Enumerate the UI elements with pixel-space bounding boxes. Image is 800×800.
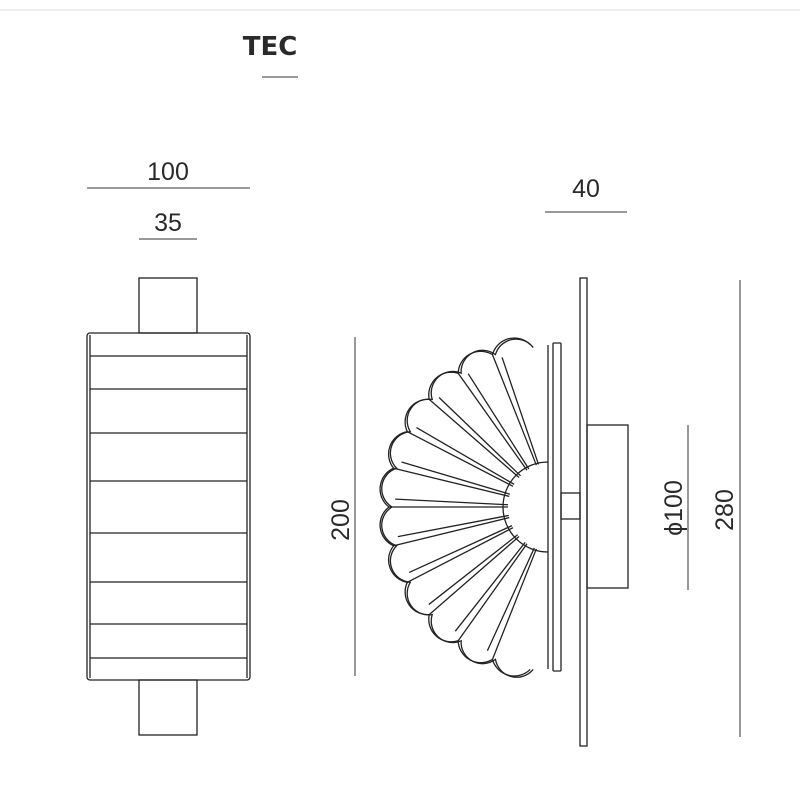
fan-petal-rib — [428, 534, 519, 606]
shade-body — [86, 332, 251, 681]
fan-petal-rib — [438, 397, 522, 477]
fan-petal-rib — [408, 525, 513, 574]
bottom-stub — [138, 679, 198, 736]
fan-petal-rib — [407, 431, 514, 487]
fan-petal-rib — [407, 527, 514, 583]
front-view — [86, 277, 251, 736]
side-view — [379, 277, 629, 747]
dim-front-width: 100 — [147, 158, 189, 186]
fan-petal-rib — [397, 514, 509, 538]
stem — [560, 492, 581, 520]
fan-petal-rib — [428, 398, 520, 478]
dim-base-diameter: ϕ100 — [660, 480, 688, 536]
fan-hub — [502, 461, 549, 553]
fan-petal-rib — [457, 543, 528, 642]
fan-backplate — [552, 342, 562, 672]
fan-petal-rib — [491, 548, 537, 660]
fan-petal-rib — [395, 498, 509, 506]
fan-petal-rib — [393, 467, 510, 497]
fan-petal-rib — [454, 541, 526, 632]
fan-petal-rib — [491, 354, 537, 466]
fan-petal-rib — [393, 517, 510, 547]
fan-petal-rib — [486, 547, 535, 652]
fan-petal-rib — [467, 373, 530, 470]
top-stub — [138, 277, 198, 334]
product-title: TEC — [243, 32, 298, 62]
dim-total-height: 280 — [711, 489, 739, 531]
dim-shade-height: 200 — [327, 499, 355, 541]
fan-petal-rib — [416, 426, 515, 485]
dim-side-depth: 40 — [572, 175, 600, 203]
wall-box — [586, 424, 629, 589]
fan-petal-rib — [401, 461, 511, 495]
fan-inner-edge — [381, 338, 534, 678]
dim-stub-width: 35 — [154, 209, 182, 237]
wall-plate — [579, 277, 588, 747]
fan-petal-rib — [457, 372, 528, 471]
fan-petal-rib — [428, 536, 520, 616]
fan-petal-rib — [501, 357, 540, 465]
